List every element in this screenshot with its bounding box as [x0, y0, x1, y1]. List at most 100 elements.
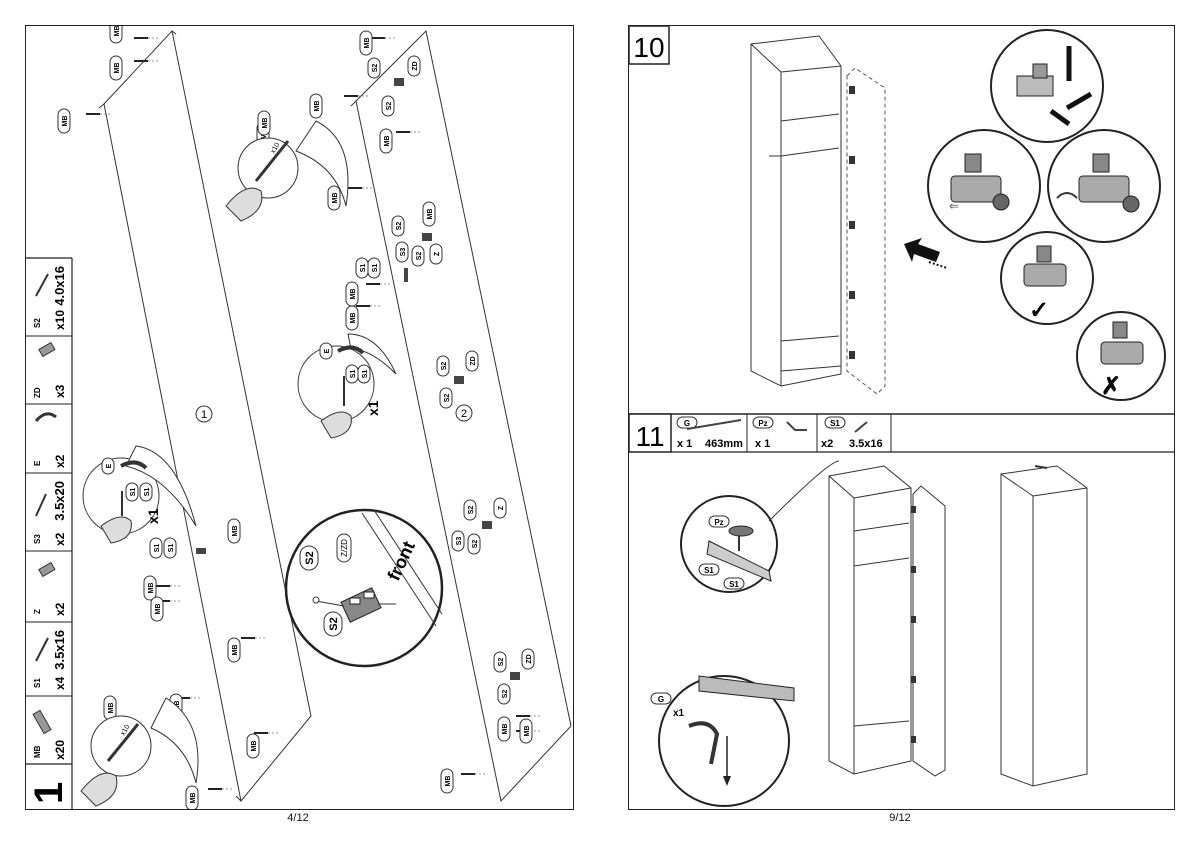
panel-1 — [98, 29, 312, 803]
part-s2-qty: x10 — [53, 310, 67, 330]
svg-text:x10: x10 — [270, 142, 282, 155]
svg-text:x 1: x 1 — [677, 438, 692, 450]
svg-text:MB: MB — [190, 793, 197, 804]
hinge-adjust-detail: ⇐ ✓ ✗ — [927, 29, 1166, 401]
svg-text:x1: x1 — [365, 400, 381, 416]
svg-text:MB: MB — [445, 776, 452, 787]
svg-text:G: G — [684, 419, 690, 428]
part-pz: Pz x 1 — [752, 416, 807, 450]
drill-detail-top: x10 MB — [225, 110, 349, 222]
instruction-page-step-1: 4.0x16 x10 S2 x3 ZD x2 E 3.5x20 x2 S3 x2… — [25, 25, 574, 810]
svg-text:S1: S1 — [144, 488, 151, 497]
part-s3-code: S3 — [33, 534, 42, 544]
part-e-code: E — [33, 460, 42, 466]
right-page-number: 9/12 — [889, 812, 911, 824]
part-z-qty: x2 — [53, 602, 67, 616]
svg-text:MB: MB — [232, 645, 239, 656]
svg-text:S2: S2 — [416, 252, 423, 261]
bracket-detail: Pz S1 S1 — [680, 460, 840, 593]
e-part-detail-left: E S1 S1 x1 — [82, 445, 197, 544]
panel-2-number: 2 — [461, 408, 467, 420]
svg-text:S3: S3 — [400, 248, 407, 257]
part-s1-size: 3.5x16 — [52, 630, 67, 670]
svg-text:Pz: Pz — [758, 419, 767, 428]
part-g: G x 1 463mm — [676, 416, 743, 450]
svg-text:S1: S1 — [704, 566, 714, 575]
part-e-qty: x2 — [53, 454, 67, 468]
svg-text:S1: S1 — [360, 264, 367, 273]
svg-text:463mm: 463mm — [705, 438, 743, 450]
part-z-code: Z — [33, 609, 42, 614]
e-part-detail-right: E S1 S1 x1 — [297, 333, 397, 439]
svg-text:x2: x2 — [821, 438, 833, 450]
part-s1: S1 x2 3.5x16 — [821, 416, 883, 450]
svg-text:MB: MB — [332, 193, 339, 204]
svg-text:S2: S2 — [396, 222, 403, 231]
part-s2-code: S2 — [33, 318, 42, 328]
svg-text:MB: MB — [350, 289, 357, 300]
panel-1-marker — [195, 405, 213, 423]
svg-text:MB: MB — [350, 313, 357, 324]
cabinet-step-10 — [750, 35, 842, 387]
hardware-glyphs — [196, 78, 520, 680]
svg-text:S1: S1 — [729, 580, 739, 589]
svg-text:S2: S2 — [472, 540, 479, 549]
rail-detail: G x1 — [650, 675, 795, 807]
svg-text:S2: S2 — [328, 617, 340, 630]
svg-text:MB: MB — [251, 741, 258, 752]
svg-text:x10: x10 — [120, 724, 132, 737]
part-s1-code: S1 — [33, 678, 42, 688]
panel-2 — [350, 29, 572, 803]
svg-text:x1: x1 — [145, 508, 161, 524]
correct-check-icon: ✓ — [1029, 297, 1049, 324]
svg-text:S2: S2 — [441, 362, 448, 371]
svg-text:MB: MB — [174, 701, 181, 712]
svg-text:Z/ZD: Z/ZD — [340, 539, 349, 557]
svg-text:E: E — [106, 463, 113, 468]
svg-text:MB: MB — [114, 63, 121, 74]
part-s3-qty: x2 — [53, 532, 67, 546]
svg-text:S2: S2 — [444, 394, 451, 403]
drill-detail-bottom: x10 — [80, 697, 199, 807]
svg-text:MB: MB — [364, 38, 371, 49]
part-zd-code: ZD — [33, 387, 42, 398]
part-mb-code: MB — [33, 745, 42, 758]
steps-illustration: 10 — [629, 26, 1174, 807]
svg-text:MB: MB — [155, 604, 162, 615]
svg-text:G: G — [658, 695, 664, 704]
step-10-label: 10 — [629, 26, 670, 65]
part-s1-qty: x4 — [53, 676, 67, 690]
svg-text:ZD: ZD — [526, 654, 533, 663]
svg-text:ZD: ZD — [412, 61, 419, 70]
svg-text:MB: MB — [148, 583, 155, 594]
svg-text:MB: MB — [62, 116, 69, 127]
svg-text:S2: S2 — [372, 64, 379, 73]
svg-text:S1: S1 — [350, 370, 357, 379]
svg-text:S3: S3 — [456, 537, 463, 546]
part-mb-qty: x20 — [53, 740, 67, 760]
svg-text:MB: MB — [502, 724, 509, 735]
hinges-step-11 — [911, 506, 916, 743]
parts-list — [26, 257, 73, 809]
svg-text:MB: MB — [262, 118, 269, 129]
svg-text:11: 11 — [635, 421, 664, 452]
svg-text:3.5x16: 3.5x16 — [849, 438, 883, 450]
svg-text:S1: S1 — [362, 370, 369, 379]
svg-text:S1: S1 — [830, 419, 840, 428]
svg-text:S1: S1 — [154, 544, 161, 553]
svg-text:10: 10 — [633, 32, 664, 63]
svg-text:ZD: ZD — [470, 356, 477, 365]
step-number: 1 — [27, 782, 71, 804]
mb-callouts: MB MB MB MB MB MB MB MB MB MB MB MB MB M… — [57, 26, 533, 809]
svg-text:S1: S1 — [168, 544, 175, 553]
left-page-number: 4/12 — [287, 812, 309, 824]
part-zd-qty: x3 — [53, 384, 67, 398]
svg-text:⇐: ⇐ — [949, 199, 959, 213]
direction-arrow — [904, 238, 948, 269]
svg-text:MB: MB — [524, 726, 531, 737]
cabinet-step-11-open — [828, 465, 946, 777]
svg-text:MB: MB — [114, 26, 121, 36]
incorrect-cross-icon: ✗ — [1101, 373, 1121, 400]
svg-text:Z: Z — [498, 505, 505, 510]
part-s2-size: 4.0x16 — [52, 266, 67, 306]
